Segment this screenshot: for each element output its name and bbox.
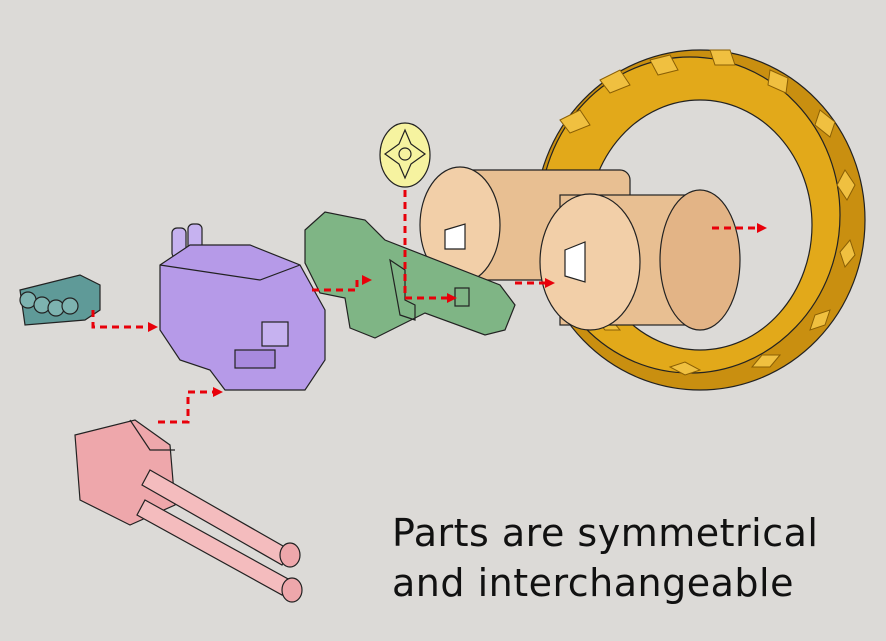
arrow-hull-to-plate — [312, 278, 362, 292]
assembly-arrows — [91, 190, 767, 424]
arrowhead-icon — [545, 278, 555, 288]
arrow-emblem-to-plate — [403, 190, 447, 300]
gun-part — [74, 419, 303, 603]
hand-part — [19, 274, 101, 326]
arrowhead-icon — [213, 387, 223, 397]
arrowhead-icon — [447, 293, 457, 303]
caption-line-1: Parts are symmetrical — [392, 511, 819, 555]
arrow-hand-to-hull — [91, 310, 148, 329]
caption-line-2: and interchangeable — [392, 561, 794, 605]
arrowhead-icon — [362, 275, 372, 285]
arrow-gun-to-hull — [158, 390, 213, 424]
side-plate-part — [304, 211, 516, 339]
hull-part — [159, 223, 326, 391]
wheels-part — [419, 166, 741, 331]
arrowhead-icon — [757, 223, 767, 233]
emblem-part — [379, 122, 431, 188]
caption: Parts are symmetrical and interchangeabl… — [392, 508, 818, 608]
arrowhead-icon — [148, 322, 158, 332]
